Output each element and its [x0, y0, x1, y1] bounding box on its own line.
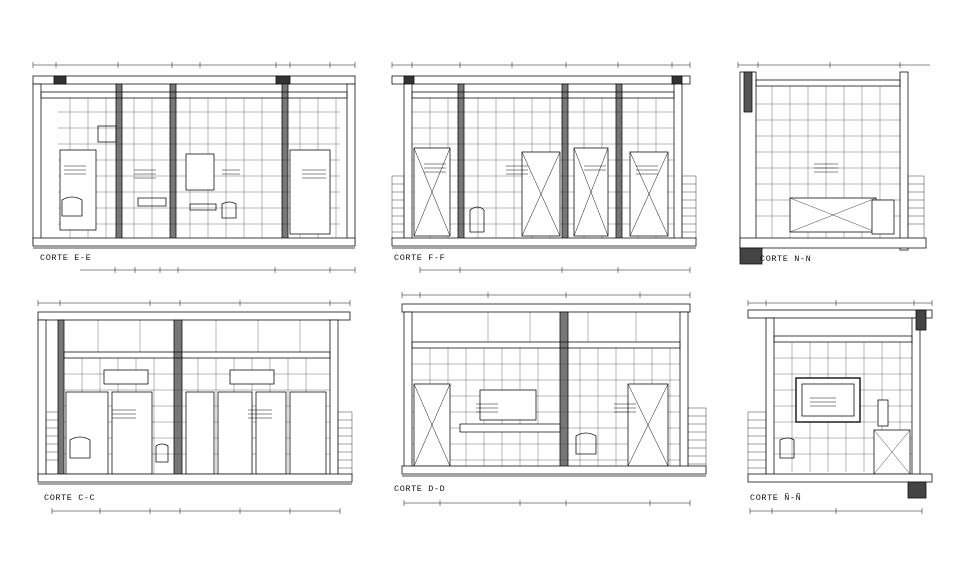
- section-n-n: CORTE N-N: [737, 62, 930, 265]
- section-title-c-c: CORTE C-C: [44, 493, 95, 503]
- section-drawing-e-e: [32, 62, 356, 273]
- section-drawing-n-n: [737, 62, 930, 265]
- section-title-n-n: CORTE N-N: [760, 254, 811, 264]
- section-c-c: CORTE C-C: [37, 300, 353, 514]
- section-drawing-d-d: [401, 292, 707, 506]
- section-title-e-e: CORTE E-E: [40, 253, 91, 263]
- section-d-d: CORTE D-D: [394, 292, 707, 506]
- section-f-f: CORTE F-F: [391, 62, 697, 273]
- section-title-nn-nn: CORTE Ñ-Ñ: [750, 492, 801, 503]
- section-title-f-f: CORTE F-F: [394, 253, 445, 263]
- section-drawing-c-c: [37, 300, 353, 514]
- section-e-e: CORTE E-E: [32, 62, 356, 273]
- section-title-d-d: CORTE D-D: [394, 484, 445, 494]
- section-drawing-f-f: [391, 62, 697, 273]
- section-nn-nn: CORTE Ñ-Ñ: [747, 300, 933, 514]
- section-drawing-nn-nn: [747, 300, 933, 514]
